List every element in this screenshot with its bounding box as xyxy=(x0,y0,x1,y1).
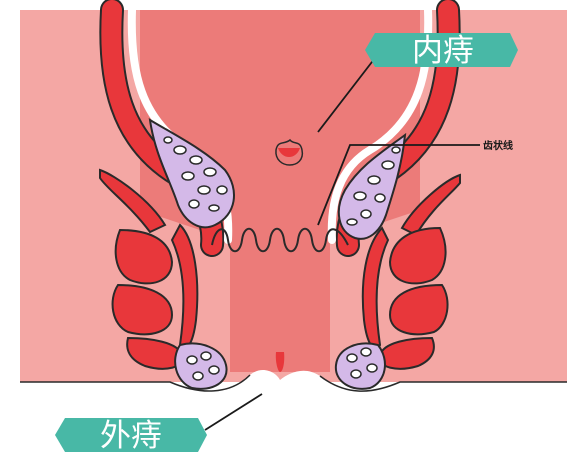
internal-hemorrhoid-highlight xyxy=(278,148,300,157)
vein-cells-left xyxy=(163,136,228,212)
label-dentate-line: 齿状线 xyxy=(483,139,513,152)
leader-line-dentate xyxy=(317,144,480,226)
label-internal-pill xyxy=(365,33,518,67)
external-vein-cells-right xyxy=(346,347,378,379)
vein-cells-right xyxy=(346,146,401,226)
external-plexus-right xyxy=(334,342,386,390)
label-external-text: 外痔 xyxy=(100,418,162,454)
external-plexus-left xyxy=(174,342,228,390)
label-external-pill xyxy=(55,418,207,452)
sphincter-muscle-left xyxy=(99,168,199,370)
anal-opening-drip xyxy=(275,352,285,372)
label-internal-text: 内痔 xyxy=(412,33,474,69)
label-internal-hemorrhoid: 内痔 xyxy=(365,33,518,69)
sphincter-muscle-right xyxy=(361,173,461,370)
anal-canal xyxy=(140,10,420,372)
dentate-line-wave xyxy=(211,227,349,253)
external-vein-cells-left xyxy=(186,351,220,381)
skin-outline xyxy=(20,374,567,392)
label-external-hemorrhoid: 外痔 xyxy=(55,418,207,454)
leader-line-internal xyxy=(317,57,376,133)
leader-line-external xyxy=(204,393,263,431)
